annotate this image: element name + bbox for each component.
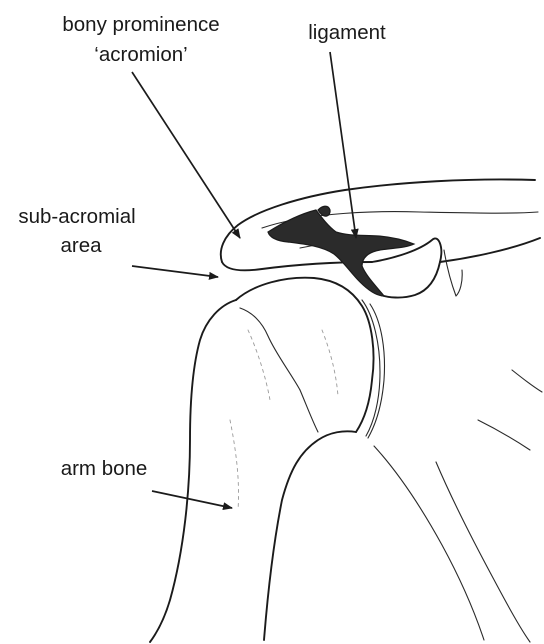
label-acromion: ‘acromion’ [94, 43, 187, 66]
arrow-ligament [330, 52, 356, 238]
label-arm-bone: arm bone [61, 457, 148, 480]
arrow-acromion [132, 72, 240, 238]
scapula-lines [374, 370, 542, 642]
label-ligament: ligament [308, 21, 386, 44]
label-bony-prominence: bony prominence [62, 13, 219, 36]
ligament-shape [268, 206, 414, 296]
label-area: area [60, 234, 102, 257]
label-sub-acromial: sub-acromial [18, 205, 135, 228]
arrow-arm-bone [152, 491, 232, 508]
humerus-outline [150, 278, 384, 642]
arrow-sub-acromial [132, 266, 218, 277]
